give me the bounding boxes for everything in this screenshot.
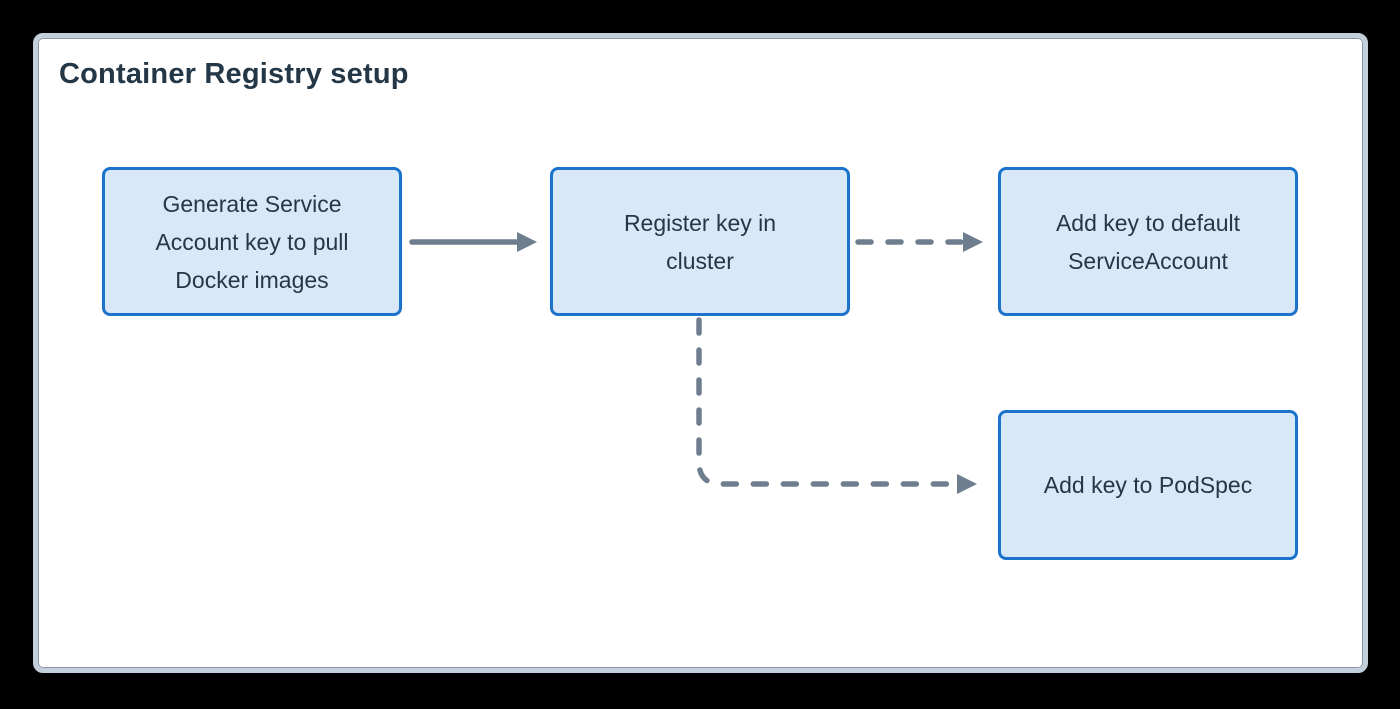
diagram-panel [33, 33, 1368, 673]
node-line: Add key to PodSpec [1043, 472, 1253, 498]
node-line: Docker images [175, 266, 329, 293]
node-generate-key: Generate Service Account key to pull Doc… [102, 167, 402, 316]
node-line: Account key to pull [155, 228, 349, 255]
diagram-title: Container Registry setup [59, 58, 409, 90]
node-line: Add key to default [1055, 209, 1241, 236]
node-register-key: Register key in cluster [550, 167, 850, 316]
node-line: cluster [666, 247, 734, 274]
node-add-default-serviceaccount: Add key to default ServiceAccount [998, 167, 1298, 316]
node-add-podspec: Add key to PodSpec [998, 410, 1298, 560]
node-line: Generate Service [162, 190, 342, 217]
node-line: ServiceAccount [1068, 247, 1228, 274]
node-line: Register key in [623, 209, 777, 236]
